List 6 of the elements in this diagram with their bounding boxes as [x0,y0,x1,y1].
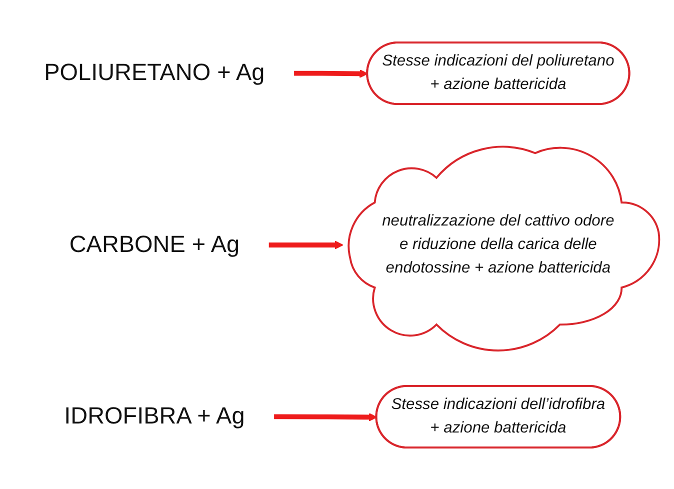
node-text: IDROFIBRA + Ag [64,402,245,429]
node-text: CARBONE + Ag [69,230,240,258]
arrow [268,240,344,249]
arrow [294,68,368,78]
arrow [274,412,378,421]
node-text: POLIURETANO + Ag [44,59,265,86]
